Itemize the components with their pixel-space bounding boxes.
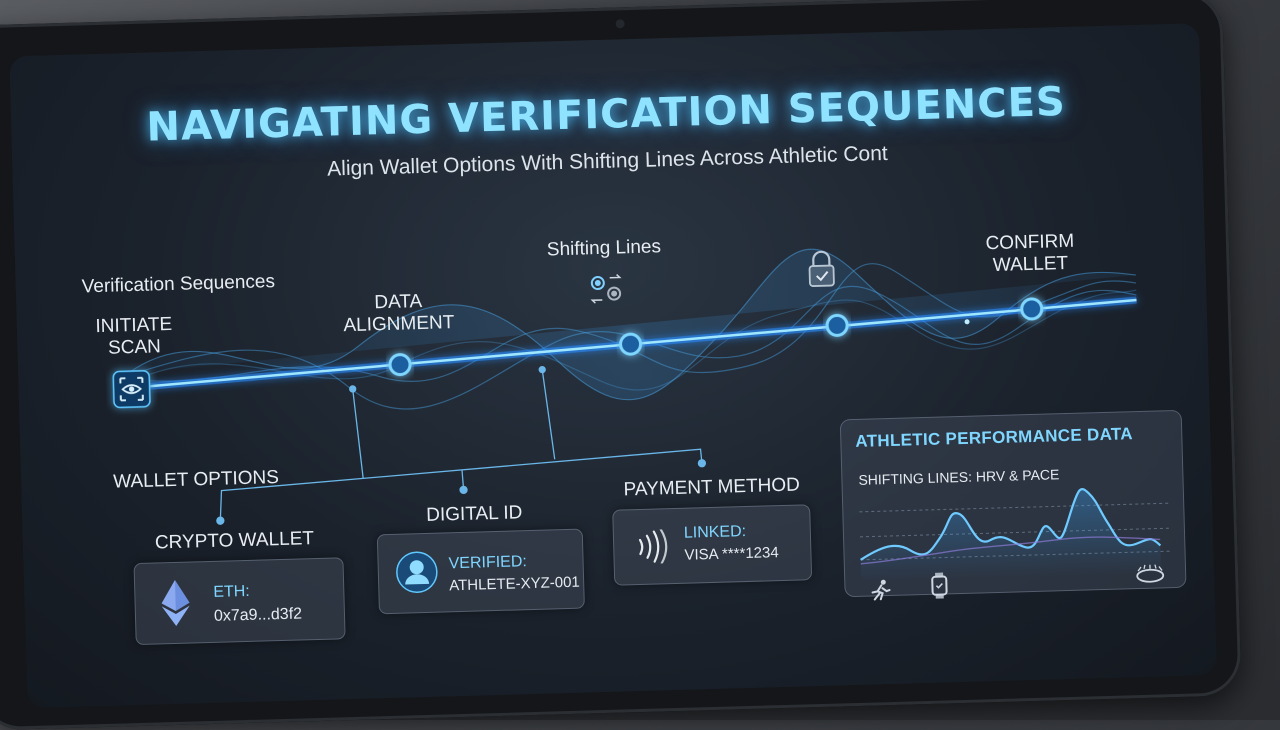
digital-id-heading: DIGITAL ID bbox=[425, 502, 523, 526]
gears-icon bbox=[590, 273, 622, 304]
timeline-graphic bbox=[112, 248, 1137, 525]
timeline-node bbox=[388, 353, 412, 377]
front-camera bbox=[615, 19, 625, 29]
user-id-icon bbox=[396, 551, 438, 593]
wallet-connectors bbox=[216, 365, 707, 525]
shifting-waves bbox=[127, 248, 1137, 410]
timeline-node bbox=[1020, 297, 1044, 321]
timeline-node bbox=[825, 313, 849, 337]
stadium-icon bbox=[1136, 564, 1165, 583]
contactless-icon bbox=[638, 529, 668, 565]
eye-scan-icon bbox=[112, 370, 151, 409]
crypto-wallet-heading: CRYPTO WALLET bbox=[154, 528, 315, 554]
tablet-screen: NAVIGATING VERIFICATION SEQUENCES Align … bbox=[9, 23, 1218, 709]
step-initiate-scan: INITIATE SCAN bbox=[95, 313, 173, 359]
digital-id-card[interactable]: VERIFIED: ATHLETE-XYZ-001 bbox=[376, 528, 585, 615]
crypto-key: ETH: bbox=[213, 582, 251, 601]
tablet-frame: NAVIGATING VERIFICATION SEQUENCES Align … bbox=[0, 0, 1242, 730]
crypto-wallet-card[interactable]: ETH: 0x7a9...d3f2 bbox=[133, 557, 346, 646]
ethereum-icon bbox=[161, 579, 190, 626]
step-shifting-lines: Shifting Lines bbox=[546, 236, 662, 261]
step-data-alignment: DATA ALIGNMENT bbox=[343, 290, 455, 337]
performance-sparkline bbox=[859, 488, 1171, 582]
crypto-address: 0x7a9...d3f2 bbox=[213, 605, 303, 625]
payment-value: VISA ****1234 bbox=[684, 544, 779, 564]
smartwatch-icon bbox=[931, 572, 948, 599]
timeline-node bbox=[619, 332, 643, 356]
runner-icon bbox=[871, 579, 891, 601]
payment-method-card[interactable]: LINKED: VISA ****1234 bbox=[612, 504, 813, 586]
performance-title: ATHLETIC PERFORMANCE DATA bbox=[855, 424, 1134, 451]
step-confirm-wallet: CONFIRM WALLET bbox=[985, 230, 1075, 276]
digital-id-key: VERIFIED: bbox=[448, 553, 528, 573]
digital-id-value: ATHLETE-XYZ-001 bbox=[448, 573, 581, 595]
payment-key: LINKED: bbox=[683, 523, 747, 542]
wallet-options-label: WALLET OPTIONS bbox=[112, 467, 280, 493]
padlock-icon bbox=[808, 250, 835, 287]
performance-panel[interactable]: ATHLETIC PERFORMANCE DATA SHIFTING LINES… bbox=[839, 409, 1187, 601]
